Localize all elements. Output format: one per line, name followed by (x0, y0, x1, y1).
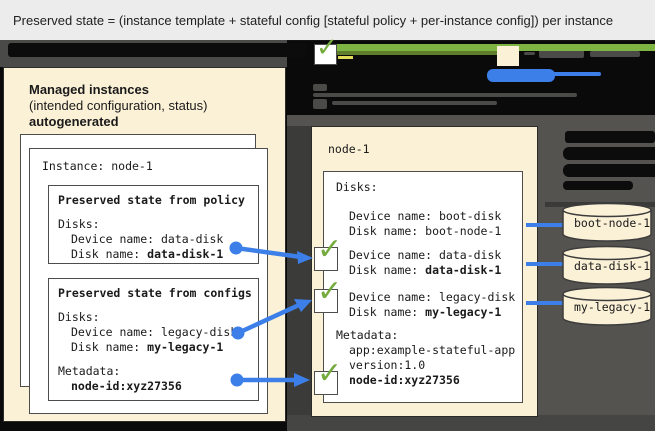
checkbox-template: ✓ (314, 33, 338, 65)
config-square (497, 46, 519, 66)
metadata-line: version:1.0 (349, 358, 426, 372)
redacted-bar (565, 131, 655, 143)
configs-box-title: Preserved state from configs (58, 286, 252, 300)
autogenerated-label: autogenerated (29, 114, 119, 129)
disk-connector-line (526, 223, 568, 227)
disk-name-prefix: Disk name: (71, 247, 148, 261)
disks-label: Disks: (336, 180, 378, 194)
redacted-bar (563, 147, 655, 160)
redacted-blue-line (553, 72, 601, 76)
redacted-bar (313, 84, 327, 91)
disks-label: Disks: (58, 310, 100, 324)
metadata-line: app:example-stateful-app (349, 343, 516, 357)
disk-name-value: my-legacy-1 (425, 305, 502, 319)
disk-connector-line (526, 301, 568, 305)
redacted-bar (313, 99, 327, 109)
metadata-value: node-id:xyz27356 (71, 379, 182, 393)
disk-label: my-legacy-1 (574, 300, 651, 314)
redacted-bar (563, 164, 655, 177)
checkmark-icon: ✓ (317, 356, 343, 391)
disk-name-value: my-legacy-1 (147, 340, 224, 354)
checkmark-icon: ✓ (317, 232, 343, 267)
disk-name-prefix: Disk name: (71, 340, 148, 354)
disk-name-prefix: Disk name: (349, 224, 426, 238)
diagram-title: Preserved state = (instance template + s… (13, 12, 614, 28)
disk-name-value: data-disk-1 (147, 247, 224, 261)
middle-gap-zone (287, 126, 311, 417)
green-arrow-shadow-line (334, 51, 498, 55)
disk-name-value: boot-node-1 (425, 224, 502, 238)
checkmark-icon: ✓ (316, 33, 338, 63)
device-name-line: Device name: legacy-disk (349, 290, 516, 304)
bottom-gray-band (287, 415, 655, 431)
metadata-label: Metadata: (58, 364, 121, 378)
instance-card: Instance: node-1 Preserved state from po… (29, 148, 268, 414)
redacted-bar (313, 93, 577, 97)
cylinder-icon (562, 286, 652, 326)
disk-name-line: Disk name: data-disk-1 (336, 263, 522, 278)
disk-label: boot-node-1 (574, 216, 651, 230)
metadata-value: node-id:xyz27356 (349, 373, 460, 387)
managed-instances-subheading: (intended configuration, status) (29, 98, 208, 113)
device-name-line: Device name: boot-disk (349, 209, 502, 223)
configs-state-box: Preserved state from configs Disks: Devi… (48, 278, 259, 401)
device-name-line: Device name: legacy-disk (71, 325, 238, 339)
checkbox-legacy-disk: ✓ (314, 274, 342, 313)
disk-name-line: Disk name: my-legacy-1 (58, 340, 258, 355)
disk-name-value: data-disk-1 (425, 263, 502, 277)
redacted-blue-bar (487, 69, 555, 82)
checkbox-metadata: ✓ (314, 356, 342, 395)
redacted-bar (524, 52, 535, 55)
title-bar: Preserved state = (instance template + s… (0, 0, 655, 41)
policy-state-box: Preserved state from policy Disks: Devic… (48, 185, 259, 264)
device-name-line: Device name: data-disk (71, 232, 224, 246)
disks-label: Disks: (58, 217, 100, 231)
disk-name-line: Disk name: data-disk-1 (58, 247, 258, 262)
metadata-label: Metadata: (336, 328, 399, 342)
yellow-dash (338, 56, 353, 59)
vm-title: node-1 (328, 142, 370, 156)
disk-name-prefix: Disk name: (349, 305, 426, 319)
device-name-line: Device name: data-disk (349, 248, 502, 262)
policy-box-title: Preserved state from policy (58, 193, 245, 207)
managed-instances-panel: Managed instances (intended configuratio… (3, 67, 286, 422)
cylinder-icon (562, 245, 652, 285)
checkbox-data-disk: ✓ (314, 232, 342, 271)
disk-name-prefix: Disk name: (349, 263, 426, 277)
managed-instances-heading: Managed instances (29, 82, 149, 97)
disk-cylinder: boot-node-1 (562, 202, 652, 242)
disk-name-line: Disk name: my-legacy-1 (336, 305, 522, 320)
disk-cylinder: my-legacy-1 (562, 286, 652, 326)
cylinder-icon (562, 202, 652, 242)
disk-connector-line (526, 262, 568, 266)
disk-cylinder: data-disk-1 (562, 245, 652, 285)
redacted-bar (332, 101, 497, 105)
instance-title: Instance: node-1 (42, 159, 153, 173)
green-arrow-line (332, 44, 655, 51)
redacted-bar (539, 49, 584, 58)
redacted-bar (563, 181, 633, 190)
checkmark-icon: ✓ (317, 274, 343, 309)
vm-panel: node-1 Disks: Device name: boot-disk Dis… (311, 126, 538, 417)
disk-name-line: Disk name: boot-node-1 (336, 224, 522, 239)
vm-config-box: Disks: Device name: boot-disk Disk name:… (323, 171, 523, 403)
redacted-bar (590, 51, 640, 57)
redacted-bar (8, 43, 306, 57)
disk-label: data-disk-1 (574, 259, 651, 273)
